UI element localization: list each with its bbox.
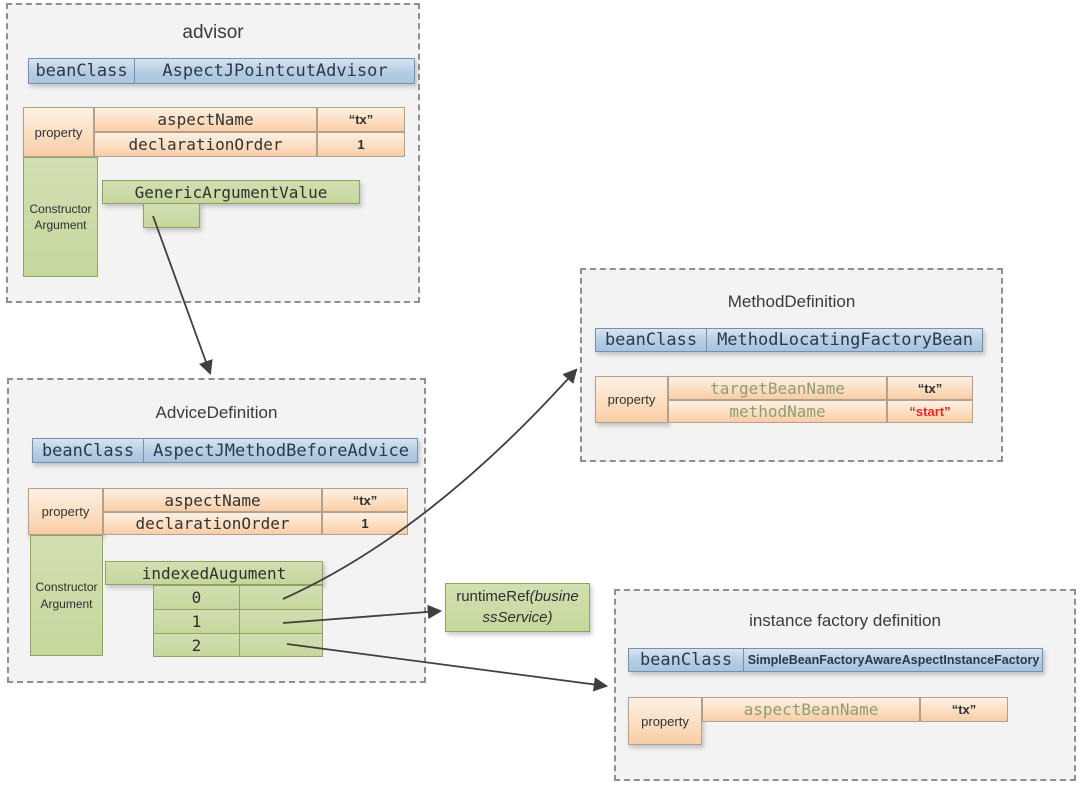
factory-beanclass-row: beanClass SimpleBeanFactoryAwareAspectIn… bbox=[628, 648, 1043, 672]
method-property-name: methodName bbox=[668, 400, 887, 423]
advisor-beanclass-row: beanClass AspectJPointcutAdvisor bbox=[28, 58, 415, 84]
advisor-beanclass-label: beanClass bbox=[35, 61, 128, 81]
advisor-property-value: 1 bbox=[317, 132, 405, 157]
indexed-argument-ref-cell bbox=[239, 609, 323, 634]
indexed-argument-index-cell: 1 bbox=[153, 609, 240, 634]
advisor-property-name: declarationOrder bbox=[94, 132, 317, 157]
advice-property-name: declarationOrder bbox=[103, 512, 322, 535]
advisor-property-cell: property bbox=[23, 107, 94, 157]
factory-property-value: “tx” bbox=[920, 697, 1008, 722]
advice-definition-title: AdviceDefinition bbox=[155, 403, 278, 422]
advice-beanclass-label: beanClass bbox=[41, 440, 135, 461]
cell-divider bbox=[134, 59, 135, 83]
advice-property-name: aspectName bbox=[103, 488, 322, 512]
advice-property-value: 1 bbox=[322, 512, 408, 535]
advice-constructor-argument-cell: ConstructorArgument bbox=[30, 535, 103, 656]
factory-beanclass-label: beanClass bbox=[639, 650, 733, 670]
advisor-argument-stub-box bbox=[143, 203, 200, 228]
advisor-generic-argument-value-box: GenericArgumentValue bbox=[102, 180, 360, 204]
indexed-argument-index-cell: 0 bbox=[153, 585, 240, 610]
instance-factory-title: instance factory definition bbox=[749, 611, 941, 630]
advisor-title: advisor bbox=[182, 22, 244, 43]
cell-divider bbox=[743, 649, 744, 671]
instance-factory-container bbox=[614, 589, 1076, 781]
advice-beanclass-row: beanClass AspectJMethodBeforeAdvice bbox=[32, 438, 418, 463]
advice-beanclass-value: AspectJMethodBeforeAdvice bbox=[153, 440, 409, 461]
advisor-beanclass-value: AspectJPointcutAdvisor bbox=[162, 61, 388, 81]
advice-property-value: “tx” bbox=[322, 488, 408, 512]
advisor-property-value: “tx” bbox=[317, 107, 405, 132]
advisor-constructor-argument-cell: ConstructorArgument bbox=[23, 157, 98, 277]
method-beanclass-row: beanClass MethodLocatingFactoryBean bbox=[595, 328, 983, 352]
method-property-value: “start” bbox=[887, 400, 973, 423]
factory-property-name: aspectBeanName bbox=[702, 697, 920, 722]
method-definition-title: MethodDefinition bbox=[727, 292, 856, 311]
indexed-argument-index-cell: 2 bbox=[153, 633, 240, 657]
cell-divider bbox=[143, 439, 144, 462]
indexed-argument-ref-cell bbox=[239, 585, 323, 610]
indexed-argument-ref-cell bbox=[239, 633, 323, 657]
method-property-name: targetBeanName bbox=[668, 376, 887, 400]
advisor-property-name: aspectName bbox=[94, 107, 317, 132]
factory-beanclass-value: SimpleBeanFactoryAwareAspectInstanceFact… bbox=[747, 653, 1040, 667]
factory-property-cell: property bbox=[628, 697, 702, 745]
advice-indexed-argument-header: indexedAugument bbox=[105, 561, 323, 585]
method-beanclass-label: beanClass bbox=[604, 330, 698, 350]
method-beanclass-value: MethodLocatingFactoryBean bbox=[717, 330, 973, 350]
method-property-value: “tx” bbox=[887, 376, 973, 400]
method-definition-container bbox=[580, 268, 1003, 462]
advice-property-cell: property bbox=[28, 488, 103, 535]
method-property-cell: property bbox=[595, 376, 668, 423]
cell-divider bbox=[706, 329, 707, 351]
